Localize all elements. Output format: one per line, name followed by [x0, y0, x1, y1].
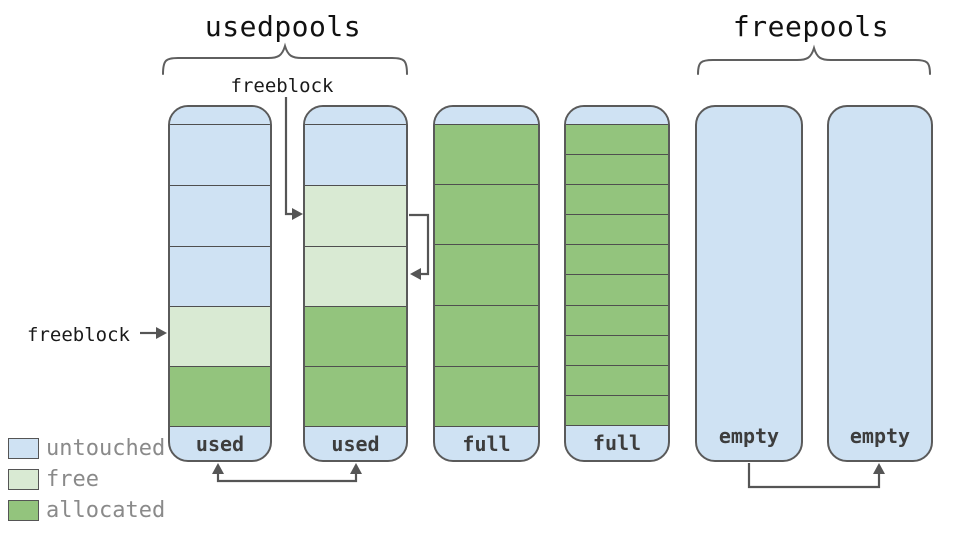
allocated-block	[566, 365, 668, 395]
pool-empty-2: empty	[827, 105, 933, 462]
allocated-block	[566, 184, 668, 214]
allocated-block	[566, 335, 668, 365]
pool2-freeblock-chain-connector	[409, 213, 430, 280]
allocated-block	[305, 366, 406, 426]
usedpools-title: usedpools	[204, 10, 362, 43]
legend-label: allocated	[46, 498, 166, 523]
free-block	[305, 185, 406, 246]
pool-used-1: used	[168, 105, 272, 462]
pool-full-2-blocks	[566, 107, 668, 425]
allocated-block	[170, 366, 270, 426]
pool-state-label: full	[462, 431, 511, 456]
allocated-block	[435, 366, 538, 426]
legend-item-allocated: allocated	[8, 498, 166, 523]
untouched-block	[170, 246, 270, 306]
pool-full-1-blocks	[435, 107, 538, 426]
pool-state-label: full	[592, 431, 642, 455]
allocated-block	[305, 306, 406, 366]
allocated-block	[566, 395, 668, 425]
free-block	[305, 246, 406, 306]
pool-empty-1: empty	[695, 105, 803, 462]
pool-full-1-footer: full	[435, 426, 538, 460]
free-swatch	[8, 469, 39, 490]
allocated-block	[566, 214, 668, 244]
pool-state-label: used	[331, 431, 380, 456]
legend: untouched free allocated	[8, 438, 165, 531]
pool-used-2: used	[303, 105, 408, 462]
allocated-block	[435, 184, 538, 244]
freeblock-left-arrow	[140, 327, 167, 339]
pool-state-label: empty	[718, 424, 780, 448]
pool-empty-1-footer: empty	[697, 107, 801, 460]
legend-label: untouched	[46, 436, 166, 461]
pool-state-label: used	[195, 431, 245, 456]
usedpools-brace	[162, 42, 408, 75]
freepools-link-arrow	[747, 463, 885, 489]
allocated-block	[566, 124, 668, 154]
untouched-block	[305, 124, 406, 185]
freeblock-label-left: freeblock	[27, 324, 130, 346]
usedpools-link-arrow	[212, 463, 362, 483]
untouched-block	[170, 185, 270, 246]
allocated-swatch	[8, 500, 39, 521]
pool-full-1: full	[433, 105, 540, 462]
untouched-block	[170, 124, 270, 185]
pool-header-band	[566, 107, 668, 124]
allocated-block	[435, 305, 538, 366]
allocated-block	[566, 154, 668, 184]
free-block	[170, 306, 270, 366]
pool-full-2: full	[564, 105, 670, 462]
pool-state-label: empty	[849, 424, 911, 448]
allocated-block	[435, 244, 538, 305]
legend-item-untouched: untouched	[8, 436, 166, 461]
pool-used-1-footer: used	[170, 426, 270, 460]
freepools-title: freepools	[732, 10, 890, 43]
legend-item-free: free	[8, 467, 165, 492]
untouched-swatch	[8, 438, 39, 459]
pool-used-1-blocks	[170, 107, 270, 426]
pool-used-2-blocks	[305, 107, 406, 426]
freeblock-label-top: freeblock	[230, 75, 334, 97]
freepools-brace	[697, 44, 931, 75]
pool-header-band	[170, 107, 270, 124]
allocated-block	[566, 244, 668, 274]
pool-full-2-footer: full	[566, 425, 668, 460]
pool-empty-2-footer: empty	[829, 107, 931, 460]
pool-header-band	[435, 107, 538, 124]
allocated-block	[566, 274, 668, 305]
legend-label: free	[46, 467, 99, 492]
pool-used-2-footer: used	[305, 426, 406, 460]
pool-header-band	[305, 107, 406, 124]
allocated-block	[566, 305, 668, 335]
freeblock-top-arrow	[284, 97, 303, 220]
allocated-block	[435, 124, 538, 184]
